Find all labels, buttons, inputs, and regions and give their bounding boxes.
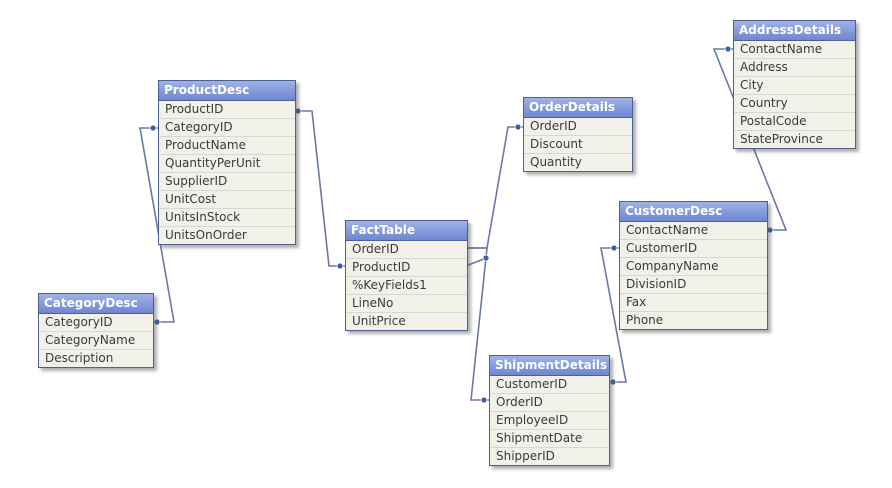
table-field[interactable]: CustomerID (490, 376, 609, 394)
table-title[interactable]: AddressDetails (734, 21, 855, 41)
table-field[interactable]: LineNo (346, 295, 467, 313)
link-orderid-shipment (466, 247, 489, 401)
link-node (480, 396, 488, 404)
table-field[interactable]: PostalCode (734, 113, 855, 131)
table-field[interactable]: ProductName (159, 137, 295, 155)
table-title[interactable]: OrderDetails (524, 98, 632, 118)
table-title[interactable]: ShipmentDetails (490, 356, 609, 376)
table-field[interactable]: Fax (620, 294, 767, 312)
table-title[interactable]: ProductDesc (159, 81, 295, 101)
table-field[interactable]: SupplierID (159, 173, 295, 191)
table-field[interactable]: QuantityPerUnit (159, 155, 295, 173)
table-title[interactable]: CategoryDesc (39, 294, 153, 314)
table-field[interactable]: ShipmentDate (490, 430, 609, 448)
table-field[interactable]: Discount (524, 136, 632, 154)
table-field[interactable]: Country (734, 95, 855, 113)
table-field[interactable]: OrderID (490, 394, 609, 412)
link-orderid-orderdetails (466, 126, 523, 249)
link-node (609, 378, 617, 386)
table-field[interactable]: ProductID (159, 101, 295, 119)
table-title[interactable]: FactTable (346, 221, 467, 241)
table-field[interactable]: UnitCost (159, 191, 295, 209)
table-orderdetails[interactable]: OrderDetails OrderID Discount Quantity (523, 97, 633, 172)
table-field[interactable]: ShipperID (496, 449, 555, 463)
table-categorydesc[interactable]: CategoryDesc CategoryID CategoryName Des… (38, 293, 154, 368)
link-node (336, 262, 344, 270)
link-node (149, 124, 157, 132)
table-field[interactable]: UnitsOnOrder (165, 228, 247, 242)
link-productid (294, 110, 345, 267)
link-node (153, 318, 161, 326)
table-field[interactable]: CategoryID (159, 119, 295, 137)
table-field[interactable]: ContactName (620, 222, 767, 240)
table-field[interactable]: StateProvince (740, 132, 823, 146)
table-field[interactable]: City (734, 77, 855, 95)
table-field[interactable]: ContactName (734, 41, 855, 59)
table-field[interactable]: Quantity (530, 155, 582, 169)
table-field[interactable]: CustomerID (620, 240, 767, 258)
link-node (514, 123, 522, 131)
table-field[interactable]: Address (734, 59, 855, 77)
table-productdesc[interactable]: ProductDesc ProductID CategoryID Product… (158, 80, 296, 245)
table-field[interactable]: UnitsInStock (159, 209, 295, 227)
link-node (724, 45, 732, 53)
link-keyfields (465, 257, 487, 267)
table-shipmentdetails[interactable]: ShipmentDetails CustomerID OrderID Emplo… (489, 355, 610, 466)
link-node (610, 244, 618, 252)
table-field[interactable]: CategoryName (39, 332, 153, 350)
table-field[interactable]: %KeyFields1 (346, 277, 467, 295)
table-customerdesc[interactable]: CustomerDesc ContactName CustomerID Comp… (619, 201, 768, 330)
table-field[interactable]: OrderID (346, 241, 467, 259)
table-field[interactable]: UnitPrice (352, 314, 406, 328)
table-facttable[interactable]: FactTable OrderID ProductID %KeyFields1 … (345, 220, 468, 331)
table-field[interactable]: CompanyName (620, 258, 767, 276)
table-field[interactable]: OrderID (524, 118, 632, 136)
table-field[interactable]: Phone (626, 313, 664, 327)
table-field[interactable]: ProductID (346, 259, 467, 277)
table-addressdetails[interactable]: AddressDetails ContactName Address City … (733, 20, 856, 149)
table-field[interactable]: Description (45, 351, 114, 365)
table-field[interactable]: CategoryID (39, 314, 153, 332)
link-node (482, 254, 490, 262)
table-title[interactable]: CustomerDesc (620, 202, 767, 222)
table-field[interactable]: EmployeeID (490, 412, 609, 430)
table-field[interactable]: DivisionID (620, 276, 767, 294)
